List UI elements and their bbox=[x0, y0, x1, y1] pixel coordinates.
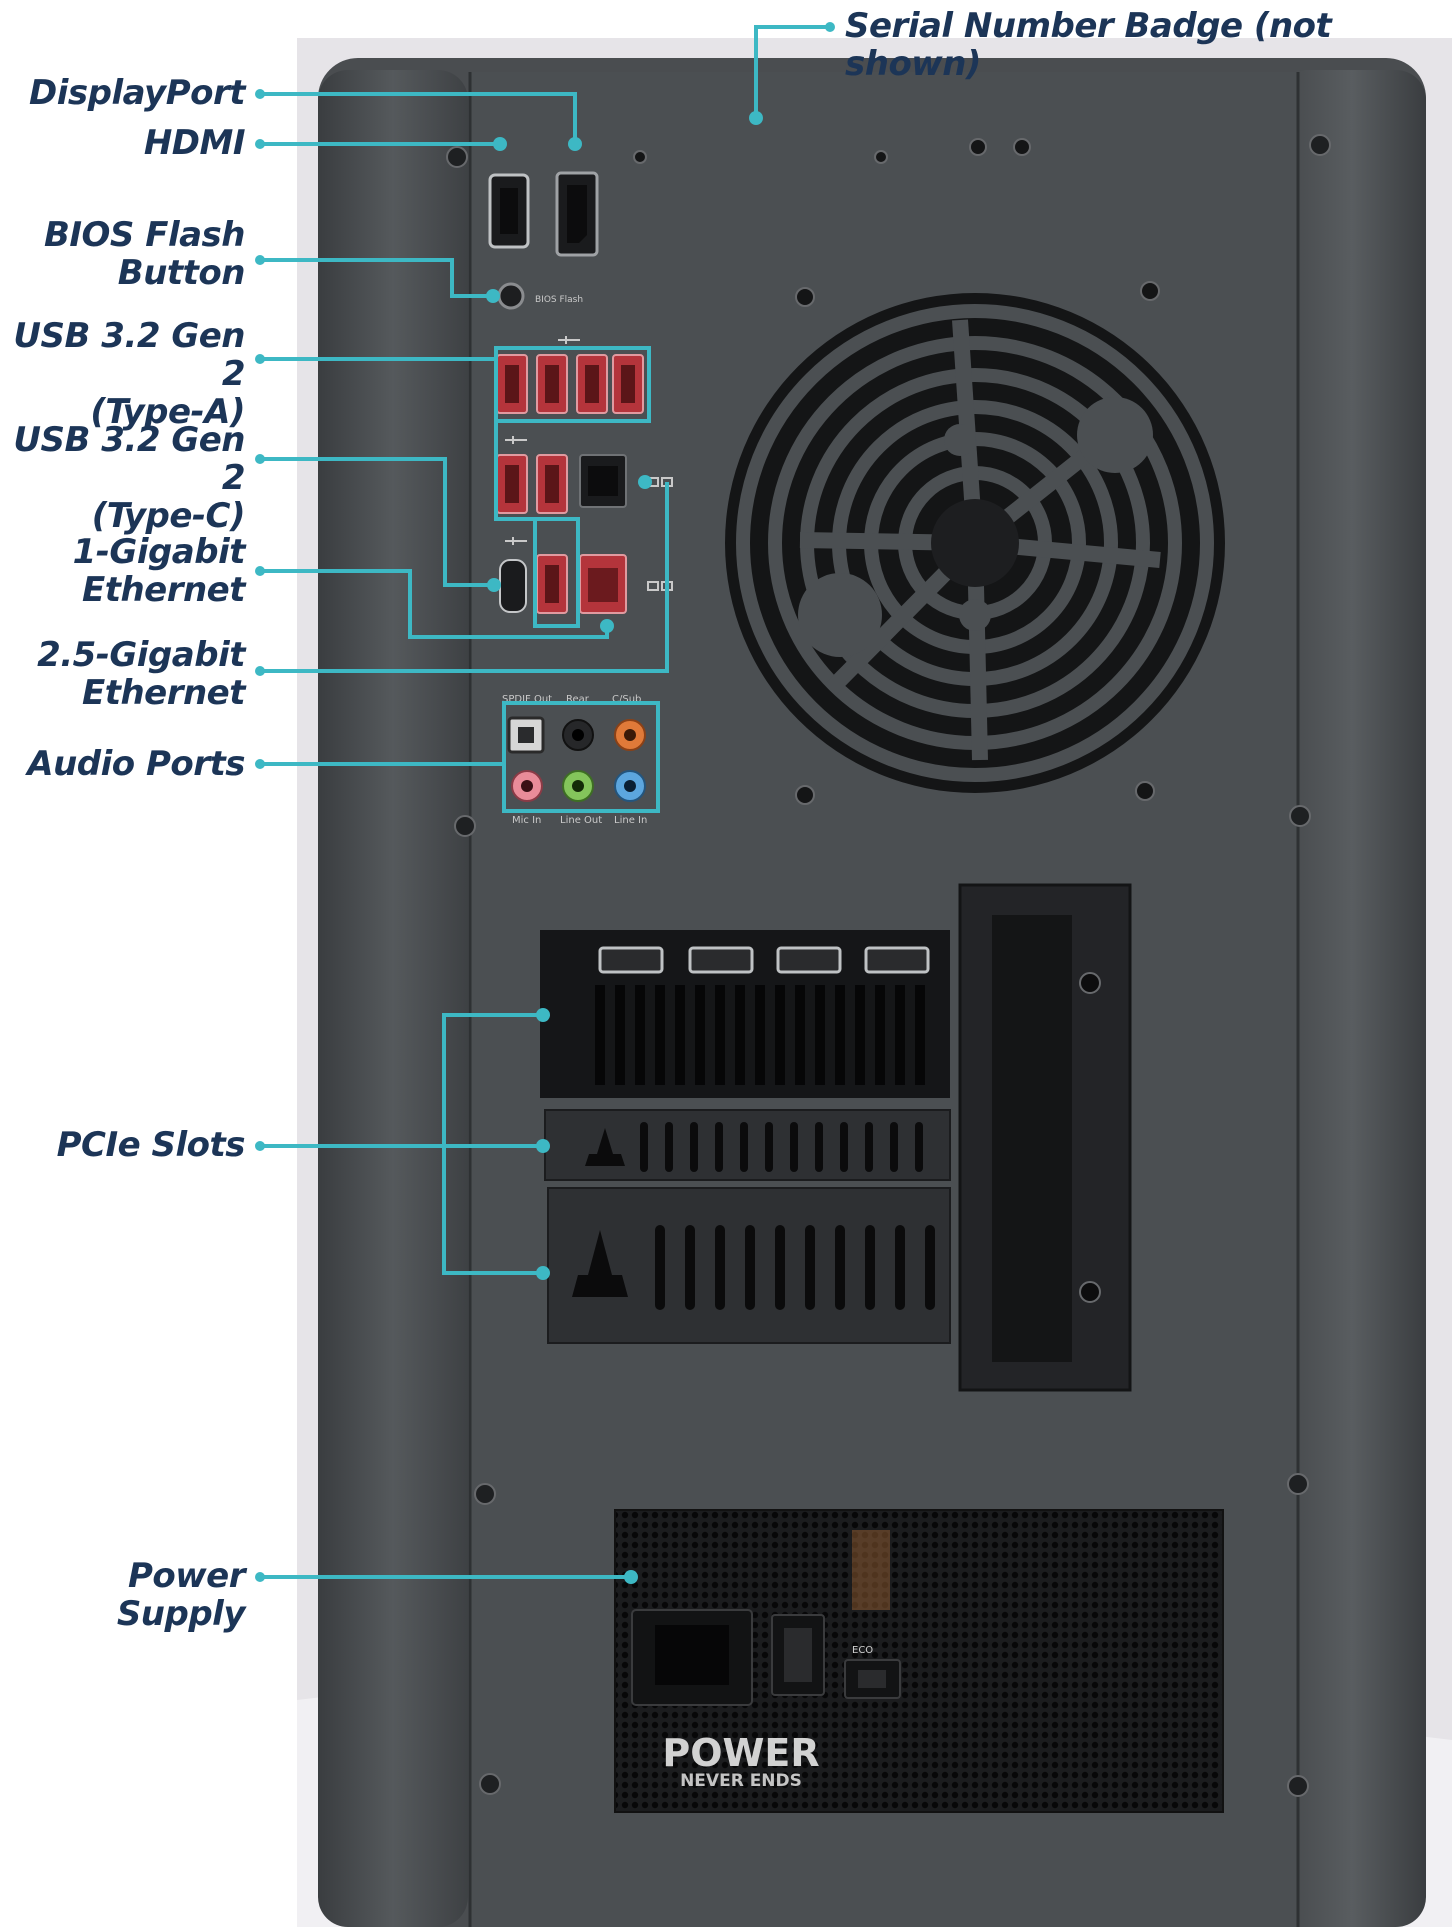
displayport-port bbox=[555, 171, 599, 257]
mic-in-label: Mic In bbox=[512, 815, 541, 826]
callout-dots bbox=[255, 22, 835, 1584]
hdmi-port bbox=[488, 173, 530, 249]
ethernet-port-1g bbox=[579, 454, 627, 508]
case-left-rail bbox=[318, 70, 468, 1927]
callout-hdmi: HDMI bbox=[143, 123, 246, 163]
callout-displayport: DisplayPort bbox=[29, 73, 245, 113]
eco-label: ECO bbox=[852, 1645, 873, 1656]
pcie-slot-cover-2 bbox=[547, 1187, 951, 1344]
callout-lines bbox=[260, 25, 830, 1579]
rear-label: Rear bbox=[566, 694, 590, 705]
gigabit-leader bbox=[260, 569, 609, 639]
rocket-icon bbox=[572, 1230, 628, 1297]
callout-serial-badge: Serial Number Badge (not shown) bbox=[845, 6, 1332, 84]
callout-bios-flash: BIOS Flash Button bbox=[43, 215, 246, 293]
psu-coil bbox=[852, 1530, 890, 1610]
audio-bracket bbox=[502, 701, 660, 813]
spdif-out-label: SPDIF Out bbox=[502, 694, 552, 705]
rocket-icon bbox=[585, 1128, 625, 1166]
psu-brand-line1: POWER bbox=[662, 1731, 819, 1775]
bios-flash-button bbox=[497, 282, 525, 310]
power-supply: ECO POWER NEVER ENDS bbox=[614, 1509, 1224, 1813]
io-holes bbox=[633, 138, 1160, 805]
pcie-slot-cover-1 bbox=[544, 1109, 951, 1181]
usb-type-a-ports bbox=[496, 354, 644, 614]
pcie-bracket bbox=[442, 1013, 543, 1275]
bios-flash-leader bbox=[260, 258, 493, 298]
usb-type-c-port bbox=[499, 559, 527, 613]
line-out-label: Line Out bbox=[560, 815, 602, 826]
audio-ports bbox=[507, 716, 646, 802]
ethernet-port-2-5g bbox=[579, 554, 627, 614]
gpu-support-bracket bbox=[958, 883, 1132, 1392]
callout-usb-type-a: USB 3.2 Gen 2 (Type-A) bbox=[13, 316, 245, 432]
usb-type-a-bracket bbox=[494, 346, 651, 423]
serial-badge-leader bbox=[754, 25, 830, 118]
usb-type-a-bracket-lower bbox=[494, 421, 580, 628]
two-five-gigabit-leader bbox=[260, 482, 669, 673]
case-right-rail bbox=[1278, 70, 1426, 1927]
psu-brand-line2: NEVER ENDS bbox=[680, 1771, 802, 1791]
callout-2-5-gigabit-ethernet: 2.5-Gigabit Ethernet bbox=[37, 635, 245, 713]
line-in-label: Line In bbox=[614, 815, 647, 826]
callout-pcie-slots: PCIe Slots bbox=[56, 1125, 246, 1165]
csub-label: C/Sub bbox=[612, 694, 641, 705]
fan-grill-icon bbox=[725, 293, 1225, 793]
callout-power-supply: Power Supply bbox=[116, 1556, 246, 1634]
gpu-bracket bbox=[540, 930, 950, 1098]
displayport-leader bbox=[260, 92, 577, 144]
usb-icon bbox=[505, 336, 580, 545]
bios-flash-label: BIOS Flash bbox=[535, 295, 583, 305]
callout-audio-ports: Audio Ports bbox=[27, 744, 245, 784]
usb-type-c-leader bbox=[260, 457, 494, 587]
callout-gigabit-ethernet: 1-Gigabit Ethernet bbox=[72, 532, 246, 610]
callout-usb-type-c: USB 3.2 Gen 2 (Type-C) bbox=[13, 420, 245, 536]
